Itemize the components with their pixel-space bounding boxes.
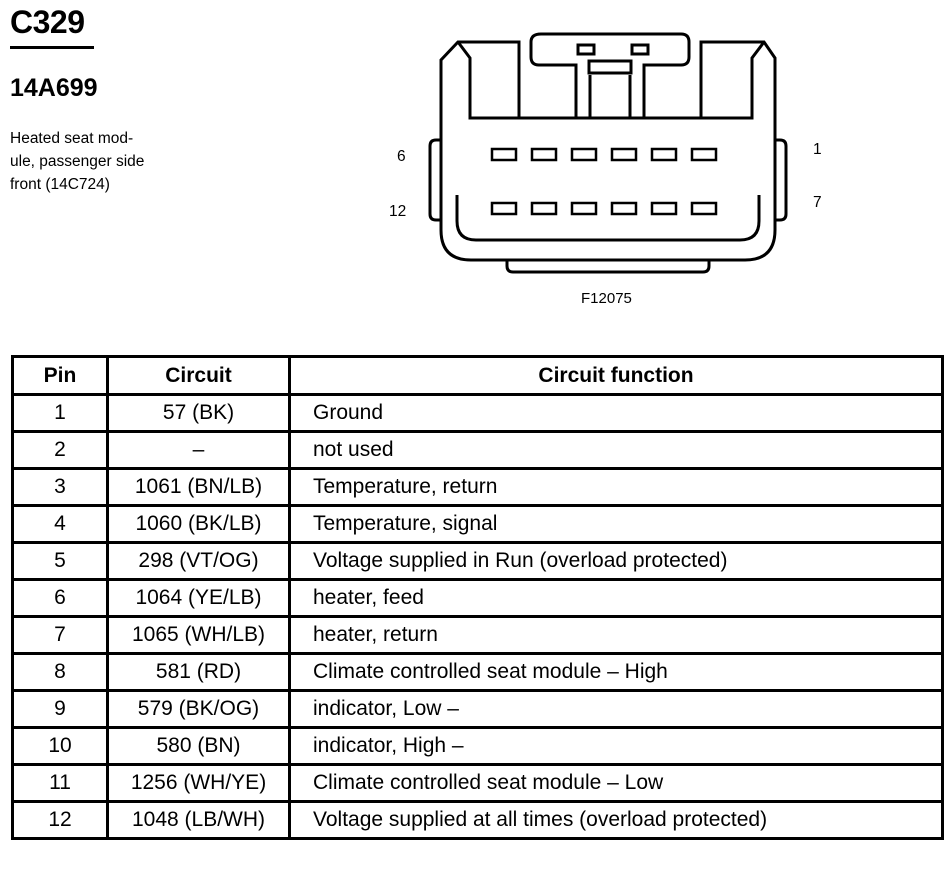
side-lug <box>428 138 441 222</box>
circuit-cell: 1256 (WH/YE) <box>106 763 291 803</box>
pin-cavity <box>455 195 761 242</box>
circuit-cell: 1061 (BN/LB) <box>106 467 291 507</box>
description-line: ule, passenger side <box>10 153 145 170</box>
circuit-function-cell: indicator, Low – <box>288 689 944 729</box>
pin-cell: 5 <box>11 541 109 581</box>
pin-terminal <box>490 147 518 162</box>
circuit-function-cell: Climate controlled seat module – Low <box>288 763 944 803</box>
circuit-function-cell: heater, return <box>288 615 944 655</box>
circuit-cell: 581 (RD) <box>106 652 291 692</box>
description-line: Heated seat mod- <box>10 130 134 147</box>
pin-label-bottom-right: 7 <box>813 194 822 211</box>
pin-terminal <box>570 201 598 216</box>
circuit-cell: 1048 (LB/WH) <box>106 800 291 840</box>
connector-latch <box>529 32 691 120</box>
connector-description: Heated seat mod- ule, passenger side fro… <box>10 127 144 196</box>
pin-terminal <box>490 201 518 216</box>
circuit-function-cell: Voltage supplied in Run (overload protec… <box>288 541 944 581</box>
circuit-function-cell: Ground <box>288 393 944 433</box>
pin-cell: 11 <box>11 763 109 803</box>
pin-cell: 10 <box>11 726 109 766</box>
pin-terminal <box>650 201 678 216</box>
circuit-function-cell: heater, feed <box>288 578 944 618</box>
circuit-cell: 57 (BK) <box>106 393 291 433</box>
pin-terminal <box>530 201 558 216</box>
housing-shoulder <box>701 41 766 120</box>
circuit-cell: 580 (BN) <box>106 726 291 766</box>
pin-terminal <box>650 147 678 162</box>
circuit-cell: 579 (BK/OG) <box>106 689 291 729</box>
pin-cell: 8 <box>11 652 109 692</box>
circuit-cell: 1060 (BK/LB) <box>106 504 291 544</box>
housing-shoulder <box>456 41 519 120</box>
pin-cell: 9 <box>11 689 109 729</box>
pin-cell: 2 <box>11 430 109 470</box>
pin-terminal <box>690 201 718 216</box>
column-header-pin: Pin <box>11 355 109 396</box>
circuit-function-cell: Climate controlled seat module – High <box>288 652 944 692</box>
circuit-function-cell: Temperature, signal <box>288 504 944 544</box>
latch-slot <box>576 43 596 56</box>
pin-cell: 6 <box>11 578 109 618</box>
pin-cell: 12 <box>11 800 109 840</box>
pin-terminals-top-row <box>490 147 718 162</box>
latch-window <box>587 59 633 75</box>
circuit-cell: 298 (VT/OG) <box>106 541 291 581</box>
pin-terminal <box>690 147 718 162</box>
pin-terminal <box>530 147 558 162</box>
circuit-cell: 1064 (YE/LB) <box>106 578 291 618</box>
circuit-function-cell: indicator, High – <box>288 726 944 766</box>
pin-terminal <box>610 201 638 216</box>
figure-code: F12075 <box>581 290 632 307</box>
latch-slot <box>630 43 650 56</box>
pin-cell: 4 <box>11 504 109 544</box>
pin-label-bottom-left: 12 <box>389 203 407 220</box>
column-header-circuit-function: Circuit function <box>288 355 944 396</box>
pin-label-top-right: 1 <box>813 141 822 158</box>
circuit-function-cell: Voltage supplied at all times (overload … <box>288 800 944 840</box>
column-header-circuit: Circuit <box>106 355 291 396</box>
pin-label-top-left: 6 <box>397 148 406 165</box>
circuit-cell: 1065 (WH/LB) <box>106 615 291 655</box>
pin-cell: 1 <box>11 393 109 433</box>
description-line: front (14C724) <box>10 176 110 193</box>
circuit-function-cell: not used <box>288 430 944 470</box>
bottom-tab <box>505 260 711 274</box>
side-lug <box>775 138 788 222</box>
circuit-function-cell: Temperature, return <box>288 467 944 507</box>
pin-terminals-bottom-row <box>490 201 718 216</box>
pin-cell: 3 <box>11 467 109 507</box>
pin-terminal <box>610 147 638 162</box>
connector-id-underline <box>10 46 94 49</box>
pin-cell: 7 <box>11 615 109 655</box>
table-row: 2–not used <box>11 430 944 470</box>
circuit-cell: – <box>106 430 291 470</box>
pin-terminal <box>570 147 598 162</box>
table-header-row: Pin Circuit Circuit function <box>11 355 944 396</box>
connector-id: C329 <box>10 4 85 40</box>
connector-face-diagram <box>428 32 788 274</box>
part-number: 14A699 <box>10 74 98 102</box>
